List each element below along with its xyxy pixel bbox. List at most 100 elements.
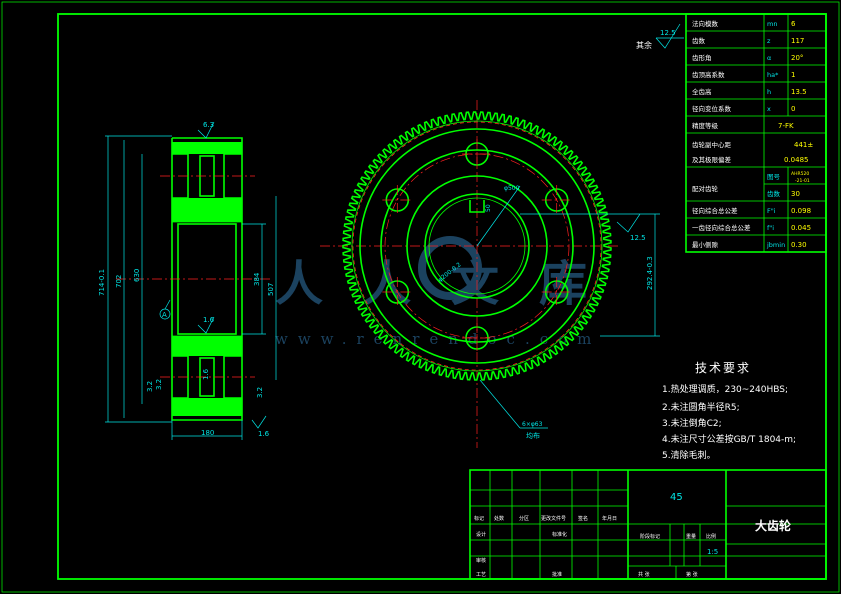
dim-630: 630	[133, 269, 141, 282]
param-value: 6	[791, 20, 796, 28]
param-value: 7-FK	[778, 122, 794, 130]
param-name: 径向综合总公差	[692, 206, 738, 215]
dim-shaft: 292.4-0.3	[646, 256, 654, 290]
svg-text:批准: 批准	[552, 571, 562, 578]
svg-text:比例: 比例	[706, 533, 716, 540]
param-name: 齿形角	[692, 53, 712, 62]
svg-text:更改文件号: 更改文件号	[541, 515, 566, 522]
param-value: 0.30	[791, 241, 807, 249]
watermark: 人人文库 www.renrendoc.com	[275, 236, 627, 348]
param-symbol: mn	[767, 20, 777, 28]
dim-tip-diameter: 714-0.1	[98, 269, 106, 296]
param-symbol: 齿数	[767, 189, 781, 198]
tech-item: 2.未注圆角半径R5;	[662, 401, 740, 413]
param-value: 20°	[791, 54, 803, 62]
rough-3-2-b: 3.2	[256, 387, 264, 398]
svg-text:分区: 分区	[519, 515, 529, 522]
rough-3-2-a: 3.2	[155, 379, 163, 390]
lightening-holes	[382, 139, 572, 353]
material: 45	[670, 492, 683, 503]
tech-item: 4.未注尺寸公差按GB/T 1804-m;	[662, 433, 796, 445]
param-symbol: z	[767, 37, 771, 45]
rough-front: 12.5	[630, 234, 646, 242]
svg-text:签名: 签名	[578, 515, 588, 522]
param-value: 441±	[794, 141, 813, 149]
rough-6-3: 6.3	[203, 121, 214, 129]
front-gear-view: φ500 φ200-0.2 50 292.4-0.3 12.5 6×φ63 均布	[320, 100, 660, 448]
svg-text:人人文库: 人人文库	[275, 256, 627, 312]
param-value: 117	[791, 37, 804, 45]
side-section-view: 714-0.1 702 630 384 507 180 6.3 1.6 3.2 …	[98, 121, 277, 440]
datum-label: A	[162, 311, 167, 319]
rough-1-6-b: 1.6	[258, 430, 270, 438]
technical-requirements: 技术要求 1.热处理调质，230~240HBS; 2.未注圆角半径R5; 3.未…	[662, 361, 796, 461]
svg-text:重量: 重量	[686, 533, 696, 540]
svg-text:年月日: 年月日	[602, 515, 617, 522]
svg-text:工艺: 工艺	[476, 572, 486, 578]
param-value: 0	[791, 105, 795, 113]
rough-3-2-c: 3.2	[146, 381, 154, 392]
param-name: 配对齿轮	[692, 184, 719, 193]
param-value: 0.0485	[784, 156, 809, 164]
tech-item: 1.热处理调质，230~240HBS;	[662, 383, 788, 395]
param-name: 齿轮副中心距	[692, 140, 732, 149]
rough-1-6-c: 1.6	[202, 368, 210, 380]
tech-title: 技术要求	[695, 361, 751, 375]
param-symbol: 图号	[767, 173, 781, 181]
tech-item: 3.未注倒角C2;	[662, 417, 722, 429]
root-circle	[351, 120, 603, 372]
rough-1-6-a: 1.6	[203, 316, 215, 324]
param-value: 13.5	[791, 88, 807, 96]
param-value: 1	[791, 71, 795, 79]
dim-holes-note: 均布	[526, 431, 540, 440]
param-symbol: α	[767, 54, 771, 62]
param-name: 精度等级	[692, 121, 719, 130]
dim-pitch-circle: φ500	[504, 185, 520, 192]
dim-702: 702	[115, 275, 123, 288]
param-name: 齿顶高系数	[692, 70, 725, 79]
param-value: 0.098	[791, 207, 811, 215]
title-block: 45 大齿轮 1:5 标记 处数 分区 更改文件号 签名 年月日 设计 标准化 …	[469, 469, 827, 580]
svg-text:处数: 处数	[494, 515, 504, 522]
param-symbol: jbmin	[766, 241, 785, 249]
param-name: 及其极限偏差	[692, 155, 732, 164]
param-name: 最小侧隙	[692, 240, 719, 249]
param-value: -21-01	[795, 178, 810, 184]
param-name: 径向变位系数	[692, 104, 732, 113]
gear-tooth-profile	[342, 111, 612, 381]
roughness-rest: 12.5 其余	[636, 23, 684, 50]
param-value: 30	[791, 190, 800, 198]
param-name: 齿数	[692, 36, 706, 45]
svg-text:审核: 审核	[476, 557, 486, 564]
param-symbol: ha*	[767, 71, 779, 79]
param-name: 全齿高	[692, 87, 712, 96]
param-name: 一齿径向综合总公差	[692, 223, 751, 232]
dim-507: 507	[267, 283, 275, 296]
svg-text:标记: 标记	[474, 515, 484, 522]
tech-item: 5.清除毛刺。	[662, 449, 716, 461]
svg-text:共 张: 共 张	[638, 571, 650, 578]
dim-384: 384	[253, 272, 261, 286]
dim-width: 180	[201, 429, 214, 437]
svg-text:第 张: 第 张	[686, 571, 698, 578]
scale-value: 1:5	[707, 548, 718, 556]
param-symbol: f"i	[767, 224, 774, 232]
svg-text:标准化: 标准化	[552, 531, 567, 538]
svg-text:阶段标记: 阶段标记	[640, 533, 660, 540]
gear-teeth	[342, 111, 612, 381]
dim-holes: 6×φ63	[522, 421, 543, 428]
dim-key: 50	[485, 204, 492, 212]
param-symbol: F"i	[767, 207, 776, 215]
part-name: 大齿轮	[755, 518, 792, 533]
svg-text:其余: 其余	[636, 40, 652, 50]
param-symbol: x	[767, 105, 771, 113]
svg-text:12.5: 12.5	[660, 29, 676, 37]
inner-frame	[57, 13, 827, 580]
param-value: AHR520	[791, 171, 809, 177]
svg-text:设计: 设计	[476, 531, 486, 538]
param-value: 0.045	[791, 224, 811, 232]
param-symbol: h	[767, 88, 771, 96]
